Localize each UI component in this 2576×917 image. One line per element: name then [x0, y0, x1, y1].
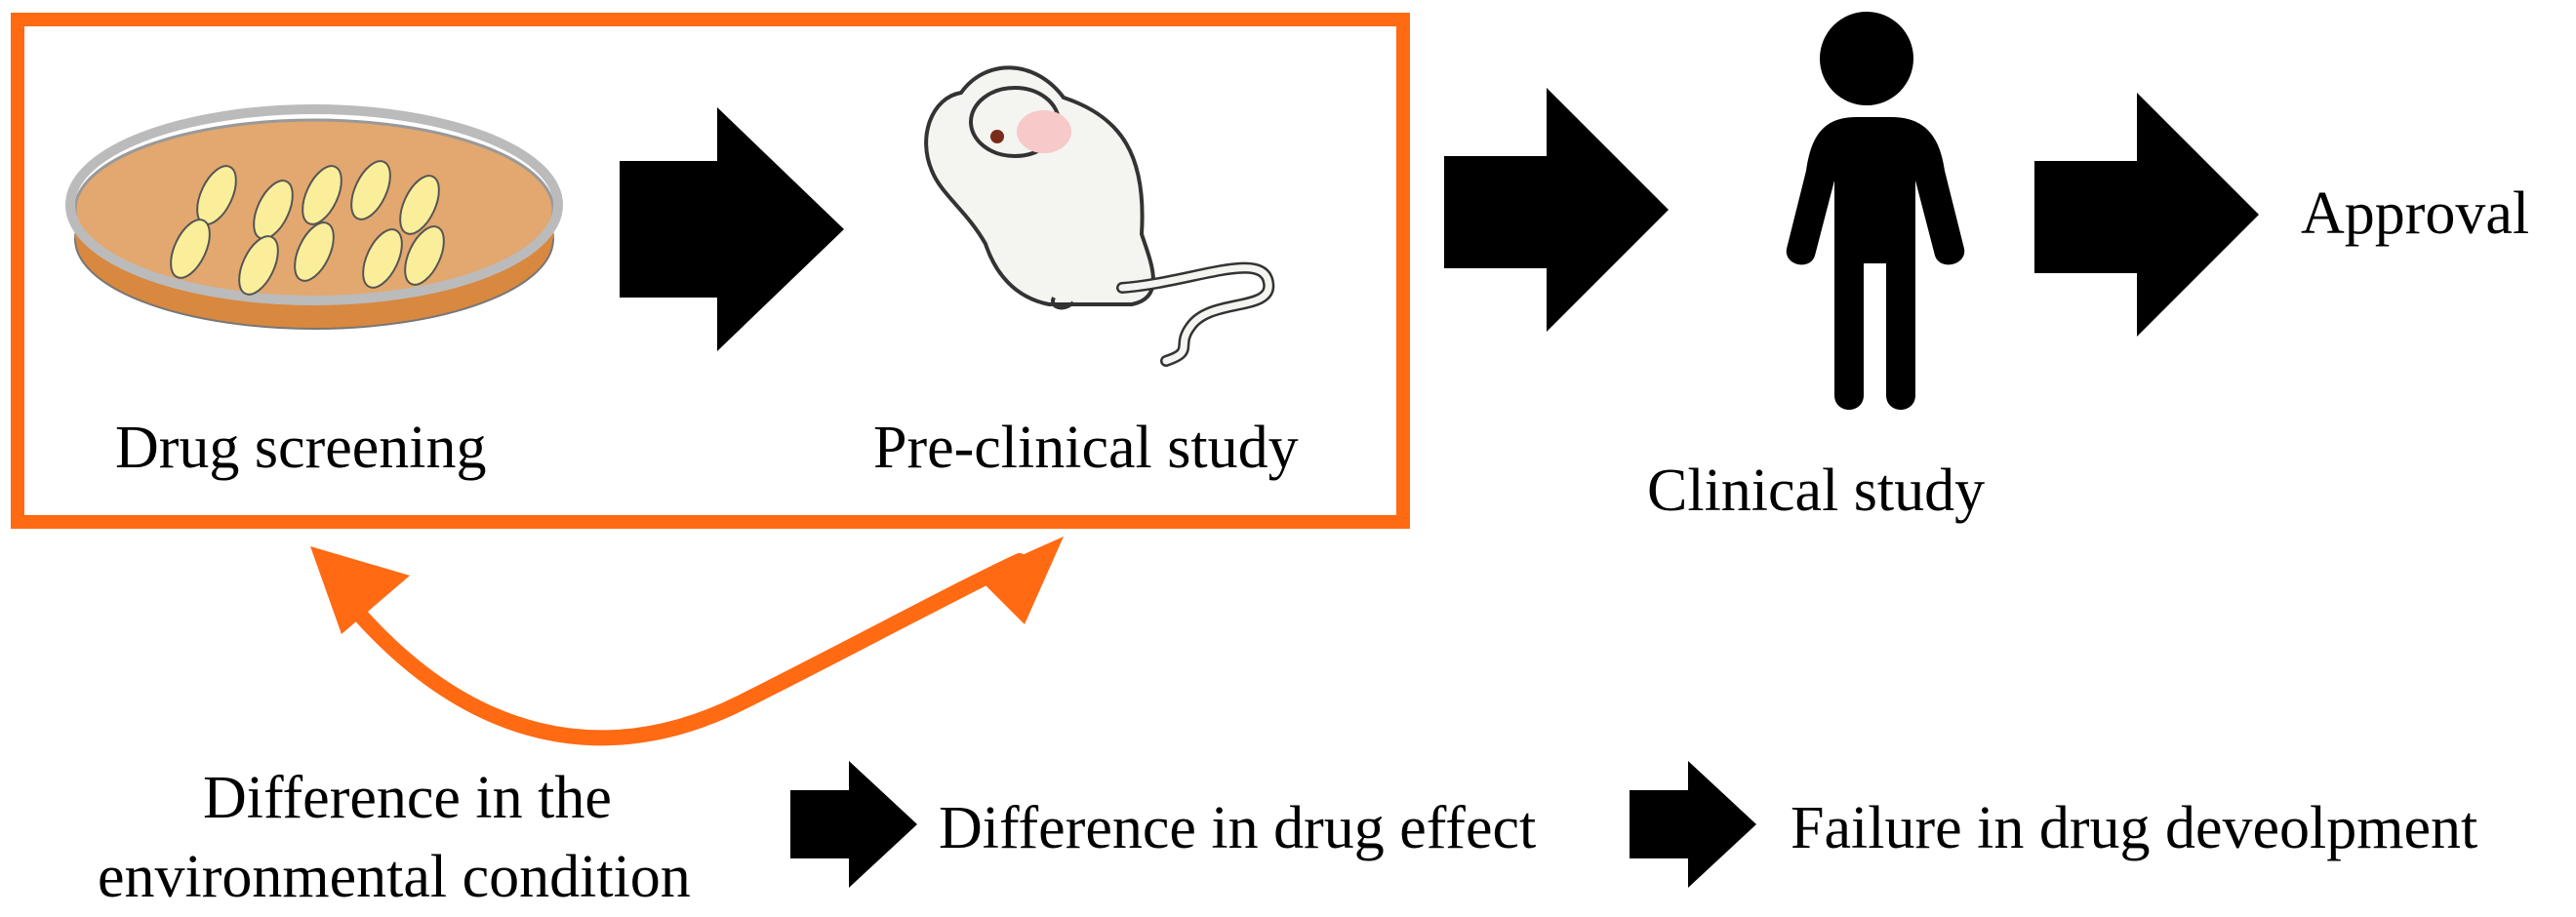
label-cause-line1: Difference in the — [203, 765, 612, 831]
label-approval: Approval — [2301, 180, 2530, 247]
arrow-condition-to-effect — [790, 761, 917, 888]
highlight-box — [11, 13, 1410, 529]
label-failure: Failure in drug deveolpment — [1791, 795, 2478, 861]
label-cause-line2: environmental condition — [98, 844, 691, 910]
mouse-icon — [924, 65, 1275, 367]
label-drug-effect: Difference in drug effect — [939, 795, 1537, 861]
label-drug-screening: Drug screening — [115, 415, 487, 481]
petri-dish-icon — [65, 104, 563, 330]
arrow-screening-to-preclinical — [620, 107, 844, 351]
arrow-clinical-to-approval — [2034, 93, 2259, 337]
label-clinical-study: Clinical study — [1647, 458, 1986, 524]
curved-double-arrow — [310, 537, 1064, 746]
person-icon — [1759, 12, 1965, 410]
arrow-effect-to-failure — [1630, 761, 1756, 888]
label-pre-clinical-study: Pre-clinical study — [873, 415, 1299, 481]
arrow-preclinical-to-clinical — [1444, 88, 1669, 332]
